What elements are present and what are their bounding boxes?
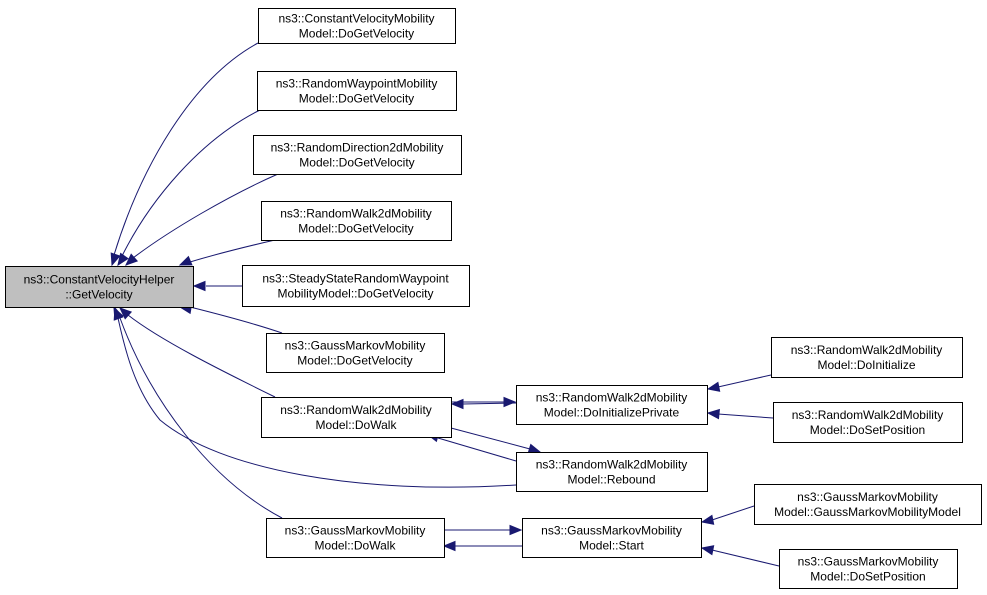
current-function-node: ns3::ConstantVelocityHelper::GetVelocity <box>5 266 194 308</box>
node-label-line2: Model::Start <box>579 539 644 553</box>
arrowhead-icon <box>119 307 133 320</box>
edge-n10-to-main <box>119 317 283 519</box>
node-label-line1: ns3::GaussMarkovMobility <box>798 555 939 569</box>
arrowhead-icon <box>442 540 456 552</box>
node-box <box>266 333 445 373</box>
caller-node-n6[interactable]: ns3::GaussMarkovMobilityModel::DoGetVelo… <box>266 333 445 373</box>
node-label-line1: ns3::RandomWalk2dMobility <box>536 458 688 472</box>
node-label-line1: ns3::SteadyStateRandomWaypoint <box>262 272 449 286</box>
node-label-line1: ns3::RandomWalk2dMobility <box>280 403 432 417</box>
arrowhead-icon <box>700 514 715 525</box>
node-label-line2: Model::Rebound <box>567 473 655 487</box>
node-label-line1: ns3::ConstantVelocityHelper <box>24 273 175 287</box>
node-label-line2: Model::DoWalk <box>316 418 398 432</box>
edge-n9-to-main <box>117 317 517 488</box>
caller-node-n10[interactable]: ns3::GaussMarkovMobilityModel::DoWalk <box>266 518 445 558</box>
node-label-line1: ns3::RandomWalk2dMobility <box>792 408 944 422</box>
node-box <box>516 452 708 492</box>
node-box <box>771 337 963 378</box>
node-label-line2: Model::DoGetVelocity <box>298 222 413 236</box>
edge-n13-to-n8 <box>717 413 774 419</box>
caller-node-n3[interactable]: ns3::RandomDirection2dMobilityModel::DoG… <box>253 135 462 175</box>
node-label-line1: ns3::GaussMarkovMobility <box>797 490 938 504</box>
arrowhead-icon <box>110 252 121 267</box>
node-label-line2: Model::DoInitializePrivate <box>544 406 680 420</box>
node-label-line1: ns3::GaussMarkovMobility <box>285 339 426 353</box>
arrowhead-icon <box>527 443 542 454</box>
edge-n14-to-n11 <box>711 505 755 521</box>
node-box <box>253 135 462 175</box>
arrowhead-icon <box>125 253 139 266</box>
node-box <box>516 385 708 425</box>
node-label-line2: MobilityModel::DoGetVelocity <box>277 287 433 301</box>
node-label-line2: Model::DoSetPosition <box>810 570 925 584</box>
node-label-line2: Model::DoGetVelocity <box>297 354 412 368</box>
caller-node-n13[interactable]: ns3::RandomWalk2dMobilityModel::DoSetPos… <box>773 402 963 443</box>
node-box <box>257 71 457 111</box>
node-label-line1: ns3::GaussMarkovMobility <box>541 524 682 538</box>
arrowhead-icon <box>706 381 721 392</box>
node-box <box>754 484 982 525</box>
node-label-line2: Model::DoGetVelocity <box>299 27 414 41</box>
node-box <box>773 402 963 443</box>
caller-node-n1[interactable]: ns3::ConstantVelocityMobilityModel::DoGe… <box>258 8 456 44</box>
arrowhead-icon <box>192 280 206 292</box>
node-box <box>522 518 702 558</box>
node-box <box>261 201 452 241</box>
caller-node-n8[interactable]: ns3::RandomWalk2dMobilityModel::DoInitia… <box>516 385 708 425</box>
arrowhead-icon <box>503 396 517 408</box>
node-label-line1: ns3::RandomWalk2dMobility <box>791 343 943 357</box>
caller-node-n2[interactable]: ns3::RandomWaypointMobilityModel::DoGetV… <box>257 71 457 111</box>
arrowhead-icon <box>509 524 523 536</box>
node-label-line2: Model::DoWalk <box>315 539 397 553</box>
edge-n3-to-main <box>132 173 279 259</box>
node-label-line2: ::GetVelocity <box>65 288 132 302</box>
node-box <box>242 265 470 307</box>
edge-n2-to-main <box>121 109 261 257</box>
edge-n7-to-n9 <box>450 427 531 450</box>
caller-node-n5[interactable]: ns3::SteadyStateRandomWaypointMobilityMo… <box>242 265 470 307</box>
node-box <box>258 8 456 44</box>
caller-node-n15[interactable]: ns3::GaussMarkovMobilityModel::DoSetPosi… <box>779 549 958 589</box>
node-label-line1: ns3::RandomWalk2dMobility <box>536 391 688 405</box>
edge-n6-to-main <box>189 306 283 334</box>
node-label-line2: Model::GaussMarkovMobilityModel <box>774 505 961 519</box>
node-label-line1: ns3::RandomWalk2dMobility <box>280 207 432 221</box>
node-box <box>779 549 958 589</box>
node-label-line2: Model::DoGetVelocity <box>299 92 414 106</box>
node-label-line1: ns3::RandomDirection2dMobility <box>271 141 444 155</box>
node-box <box>266 518 445 558</box>
node-box <box>5 266 194 308</box>
node-label-line2: Model::DoSetPosition <box>810 423 925 437</box>
node-label-line1: ns3::GaussMarkovMobility <box>285 524 426 538</box>
node-label-line1: ns3::RandomWaypointMobility <box>276 77 438 91</box>
edge-n9-to-n7 <box>437 437 517 462</box>
node-box <box>261 397 452 438</box>
node-label-line2: Model::DoGetVelocity <box>299 156 414 170</box>
node-label-line2: Model::DoInitialize <box>817 358 915 372</box>
edge-n7-to-main <box>127 314 276 398</box>
caller-node-n4[interactable]: ns3::RandomWalk2dMobilityModel::DoGetVel… <box>261 201 452 241</box>
arrowhead-icon <box>113 306 124 321</box>
arrowhead-icon <box>117 252 129 267</box>
caller-node-n14[interactable]: ns3::GaussMarkovMobilityModel::GaussMark… <box>754 484 982 525</box>
node-label-line1: ns3::ConstantVelocityMobility <box>278 12 434 26</box>
edge-n12-to-n8 <box>717 374 772 388</box>
edge-n4-to-main <box>189 239 276 263</box>
edge-n1-to-main <box>113 42 259 256</box>
arrowhead-icon <box>450 398 464 410</box>
caller-node-n12[interactable]: ns3::RandomWalk2dMobilityModel::DoInitia… <box>771 337 963 378</box>
arrowhead-icon <box>706 408 720 420</box>
arrowhead-icon <box>178 255 193 266</box>
edge-n15-to-n11 <box>711 549 780 567</box>
caller-node-n11[interactable]: ns3::GaussMarkovMobilityModel::Start <box>522 518 702 558</box>
arrowhead-icon <box>700 545 715 556</box>
